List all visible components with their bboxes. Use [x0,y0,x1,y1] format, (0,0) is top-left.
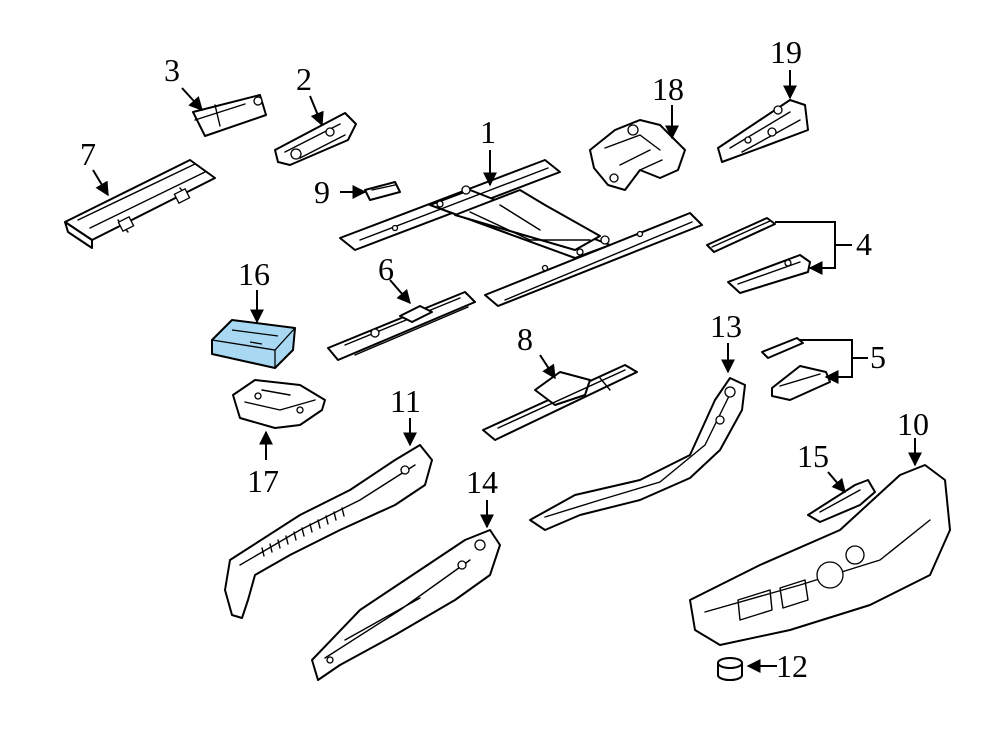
part-14-inner-panel[interactable] [311,529,501,681]
leader-2 [309,95,324,127]
part-9-block[interactable] [364,181,401,201]
callout-9: 9 [314,174,330,210]
part-10-side-shield[interactable] [689,464,951,646]
part-7-track-rail[interactable] [64,159,216,249]
callout-6: 6 [378,251,394,287]
part-3-slider[interactable] [192,94,267,137]
part-8-track-cover[interactable] [482,364,638,441]
callout-1: 1 [480,114,496,150]
part-16-control-module[interactable] [211,319,296,369]
part-13-side-arm[interactable] [529,377,746,531]
part-5-clips[interactable] [761,337,831,401]
part-1-seat-frame[interactable] [339,159,703,307]
callout-15: 15 [797,438,829,474]
part-4-rails[interactable] [706,217,811,294]
leader-7 [92,169,109,197]
leader-6 [389,279,411,305]
part-15-small-bracket[interactable] [807,479,876,523]
callout-8: 8 [517,321,533,357]
part-18-motor-bracket[interactable] [589,119,686,191]
part-19-side-bracket[interactable] [717,99,809,163]
part-11-outer-trim[interactable] [224,444,433,619]
callout-3: 3 [164,52,180,88]
callout-13: 13 [710,308,742,344]
callout-numbers: 1 2 3 4 5 6 7 8 9 10 11 12 13 14 15 16 1… [80,34,929,684]
callout-12: 12 [776,648,808,684]
callout-16: 16 [238,256,270,292]
leader-lines [92,70,922,673]
leader-8 [539,354,556,380]
callout-17: 17 [247,463,279,499]
part-17-module-bracket[interactable] [232,379,326,429]
callout-14: 14 [466,464,498,500]
part-2-latch-bracket[interactable] [274,112,357,166]
part-6-seat-track[interactable] [327,291,476,361]
callout-19: 19 [770,34,802,70]
callout-5: 5 [870,339,886,375]
callout-7: 7 [80,136,96,172]
part-12-knob[interactable] [717,657,743,681]
leader-3 [181,87,203,112]
callout-4: 4 [856,226,872,262]
callout-18: 18 [652,71,684,107]
callout-11: 11 [390,383,421,419]
callout-10: 10 [897,406,929,442]
leader-15 [827,471,846,494]
callout-2: 2 [296,61,312,97]
